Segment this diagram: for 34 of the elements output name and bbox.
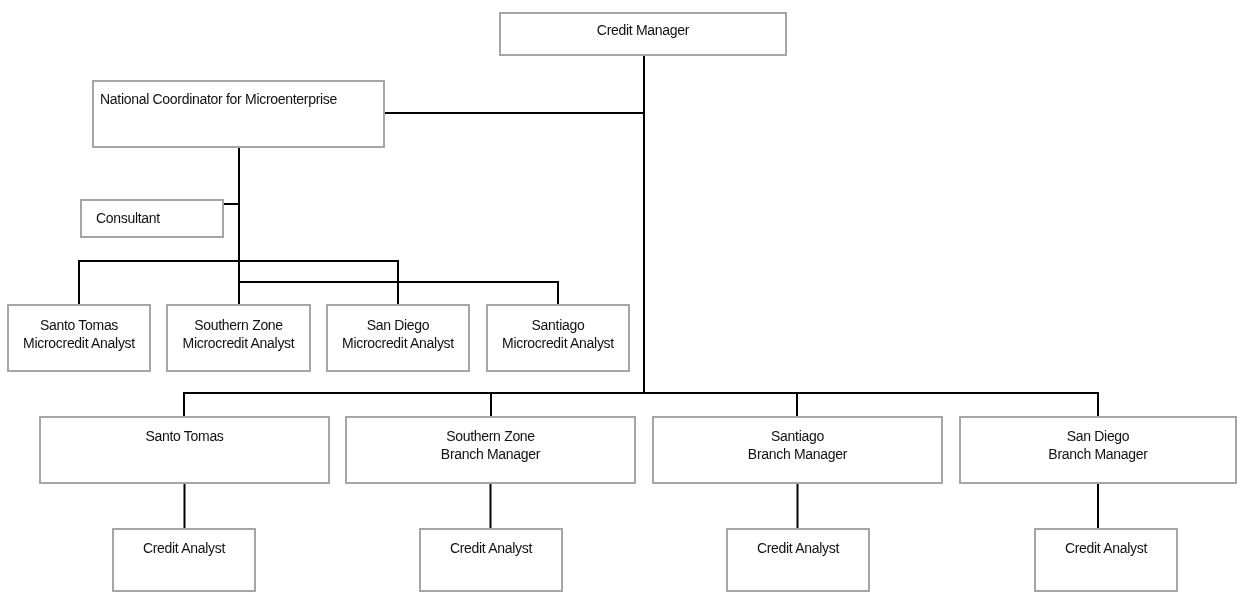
role-title: Credit Analyst: [1064, 539, 1148, 558]
connector-line: [1097, 483, 1099, 529]
connector-line: [796, 483, 799, 529]
org-box: [326, 304, 470, 372]
role-title: San Diego Microcredit Analyst: [342, 316, 454, 353]
role-title: Southern Zone Microcredit Analyst: [182, 316, 295, 353]
role-title: Credit Analyst: [756, 539, 840, 558]
role-title: Consultant: [96, 209, 160, 228]
org-box: [92, 80, 385, 148]
connector-line: [183, 483, 186, 529]
org-box: [80, 199, 224, 238]
org-box: [39, 416, 330, 484]
org-box: [499, 12, 787, 56]
role-title: Credit Analyst: [449, 539, 533, 558]
role-title: Santiago Branch Manager: [747, 427, 848, 464]
org-box: [112, 528, 256, 592]
role-title: San Diego Branch Manager: [1048, 427, 1148, 464]
role-title: Credit Analyst: [142, 539, 226, 558]
org-box: [652, 416, 943, 484]
connector-line: [489, 483, 492, 529]
role-title: Santo Tomas Microcredit Analyst: [23, 316, 135, 353]
role-title: Santiago Microcredit Analyst: [502, 316, 614, 353]
role-title: Santo Tomas: [145, 427, 224, 446]
org-box: [345, 416, 636, 484]
org-box: [726, 528, 870, 592]
role-title: National Coordinator for Microenterprise: [100, 90, 337, 109]
role-title: Southern Zone Branch Manager: [440, 427, 541, 464]
org-box: [1034, 528, 1178, 592]
org-box: [959, 416, 1237, 484]
org-box: [166, 304, 311, 372]
org-box: [7, 304, 151, 372]
org-box: [419, 528, 563, 592]
org-box: [486, 304, 630, 372]
role-title: Credit Manager: [596, 21, 690, 40]
